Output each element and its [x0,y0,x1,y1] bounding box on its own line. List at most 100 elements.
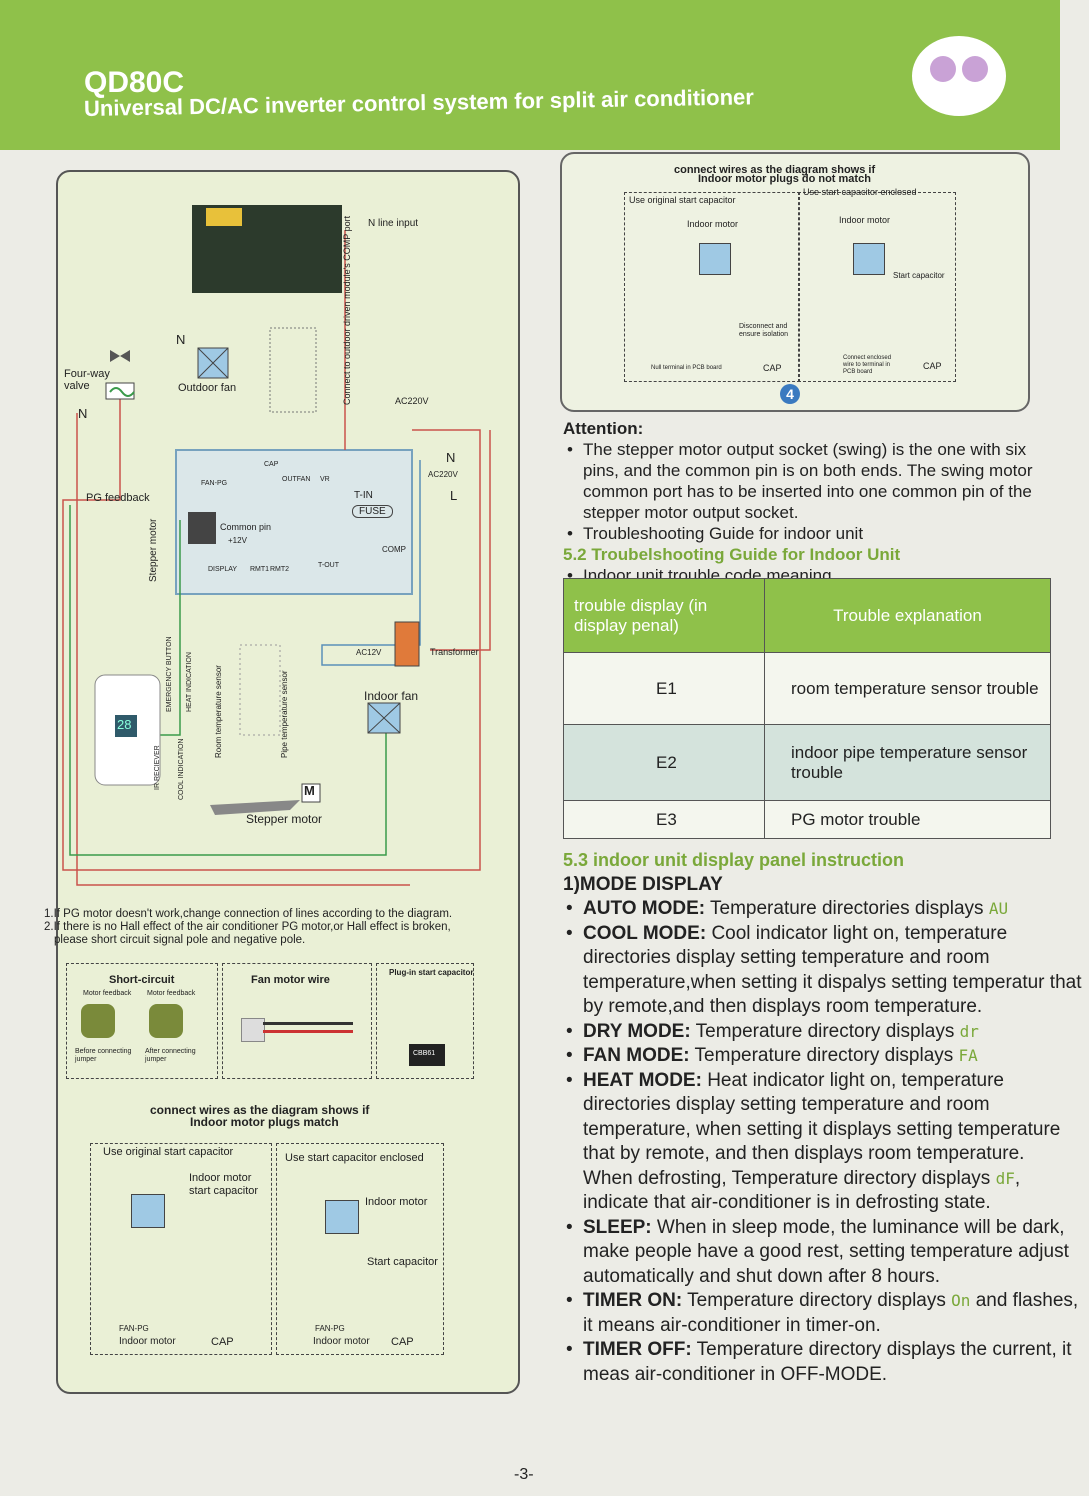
wire-black [263,1022,353,1025]
nomatch-title-1: connect wires as the diagram shows if [674,164,876,176]
table-header-row: trouble display (in display penal) Troub… [563,578,1051,653]
nomatch-indoor-motor-2: Indoor motor [839,215,891,225]
emergency-button-label: EMERGENCY BUTTON [166,636,173,712]
match-fan-pg-2: FAN-PG [315,1324,345,1333]
sleep-mode-label: SLEEP: [583,1216,652,1238]
heat-mode-text: Heat indicator light on, temperature dir… [583,1069,1061,1165]
fan-motor-wire-title: Fan motor wire [251,974,330,986]
m-label: M [304,783,315,798]
attention-heading: Attention: [563,419,644,438]
auto-mode-text: Temperature directories displays [710,898,984,919]
n-top-label: N [176,332,186,347]
nomatch-diagram-box: connect wires as the diagram shows if In… [560,152,1030,412]
nomatch-motor-icon-1 [699,243,731,275]
section-5-3-heading: 5.3 indoor unit display panel instructio… [563,850,905,870]
display-instruction-section: 5.3 indoor unit display panel instructio… [563,848,1083,1387]
cbb61-capacitor [409,1044,445,1066]
connector-before [81,1004,115,1038]
four-way-valve-label: Four-way valve [64,368,110,392]
match-indoor-motor-label-1: Indoor motor [119,1336,176,1347]
attention-section: Attention: The stepper motor output sock… [563,418,1063,586]
table-row: E3 PG motor trouble [563,800,1051,839]
cool-mode-text: Cool indicator light on, temperature dir… [583,922,1082,1018]
section-5-2-heading: 5.2 Troubelshooting Guide for Indoor Uni… [563,545,901,564]
defrost-code: dF [995,1168,1015,1188]
match-indoor-motor-start-cap: Indoor motor start capacitor [189,1172,259,1197]
match-use-original: Use original start capacitor [103,1146,234,1158]
nomatch-cap-1: CAP [763,363,782,373]
timer-off-item: TIMER OFF: Temperature directory display… [563,1338,1083,1387]
stepper-motor-side-label: Stepper motor [148,518,159,582]
table-header-explanation: Trouble explanation [764,578,1051,653]
match-fan-pg-1: FAN-PG [119,1324,149,1333]
plus12v-label: +12V [228,536,247,545]
comp-label: COMP [382,545,406,554]
dry-mode-code: dr [959,1021,979,1041]
nomatch-null-terminal: Null terminal in PCB board [651,365,722,371]
fan-mode-item: FAN MODE: Temperature directory displays… [563,1044,1083,1069]
fan-mode-text: Temperature directory displays [694,1045,954,1066]
step-badge: 4 [780,384,800,404]
dry-mode-label: DRY MODE: [583,1020,691,1042]
wire-red [263,1030,353,1033]
timer-on-label: TIMER ON: [583,1290,683,1311]
nomatch-connect-enclosed: Connect enclosed wire to terminal in PCB… [843,355,892,375]
sleep-mode-text: When in sleep mode, the luminance will b… [583,1216,1069,1287]
mode-display-heading: 1)MODE DISPLAY [563,873,723,895]
display-digits: 28 [117,717,132,732]
outdoor-fan-label: Outdoor fan [178,382,237,394]
heat-indication-label: HEAT INDICATION [186,652,193,712]
diagram-notes: 1.If PG motor doesn't work,change connec… [44,908,514,947]
nomatch-cap-2: CAP [923,361,942,371]
match-start-capacitor: Start capacitor [367,1256,438,1268]
model-title: QD80C [84,66,185,99]
nomatch-enclosed-box: Use start capacitor enclosed Indoor moto… [798,187,956,382]
sleep-mode-item: SLEEP: When in sleep mode, the luminance… [563,1216,1083,1290]
fan-pg-label: FAN-PG [201,480,228,487]
room-temp-sensor-label: Room temperature sensor [214,665,223,758]
wire-plug [241,1018,265,1042]
timer-on-text-2: and flashes, it means air-conditioner in… [583,1290,1079,1336]
display-label: DISPLAY [208,566,238,573]
rmt2-label: RMT2 [270,566,290,573]
timer-off-label: TIMER OFF: [583,1339,692,1360]
defrost-item: When defrosting, Temperature directory d… [563,1167,1083,1216]
trouble-explanation: PG motor trouble [764,800,1051,839]
dry-mode-item: DRY MODE: Temperature directory displays… [563,1020,1083,1045]
defrost-text-2: , indicate that air-conditioner is in de… [583,1167,1021,1214]
match-cap-label-2: CAP [391,1336,414,1348]
defrost-text: When defrosting, Temperature directory d… [583,1167,991,1189]
timer-on-text: Temperature directory displays [687,1290,946,1311]
attention-bullet-1: The stepper motor output socket (swing) … [563,439,1063,523]
connector-after [149,1004,183,1038]
nomatch-indoor-motor-1: Indoor motor [687,219,739,229]
nomatch-use-original: Use original start capacitor [629,195,736,205]
dry-mode-text: Temperature directory displays [695,1020,955,1042]
note-line-3: please short circuit signal pole and neg… [54,934,306,946]
cool-mode-item: COOL MODE: Cool indicator light on, temp… [563,922,1083,1020]
fan-motor-wire-box: Fan motor wire [222,963,372,1079]
fan-mode-label: FAN MODE: [583,1045,690,1066]
table-row: E2 indoor pipe temperature sensor troubl… [563,724,1051,801]
ac12v-label: AC12V [356,648,382,657]
pipe-temp-sensor-label: Pipe temperature sensor [280,670,289,758]
cool-indication-label: COOL INDICATION [178,738,185,800]
short-circuit-box: Short-circuit Motor feedback Motor feedb… [66,963,218,1079]
fuse-label: FUSE [352,505,393,518]
fan-mode-code: FA [958,1046,978,1065]
trouble-explanation: room temperature sensor trouble [764,652,1051,725]
stepper-motor-bottom-label: Stepper motor [246,812,323,826]
connect-outdoor-label: Connect to outdoor driven module's COMP … [342,215,352,405]
table-header-display: trouble display (in display penal) [563,578,765,653]
common-pin-label: Common pin [220,522,272,532]
match-cap-label-1: CAP [211,1336,234,1348]
match-motor-icon-1 [131,1194,165,1228]
after-label: After connecting jumper [145,1048,196,1063]
nomatch-original-box: Use original start capacitor Indoor moto… [624,192,800,382]
transformer-label: Transformer [430,647,479,657]
page-number: -3- [514,1466,534,1483]
trouble-code: E3 [563,800,765,839]
trouble-code: E1 [563,652,765,725]
nomatch-disconnect: Disconnect and ensure isolation [739,323,789,338]
match-enclosed-box: Use start capacitor enclosed Indoor moto… [276,1143,444,1355]
